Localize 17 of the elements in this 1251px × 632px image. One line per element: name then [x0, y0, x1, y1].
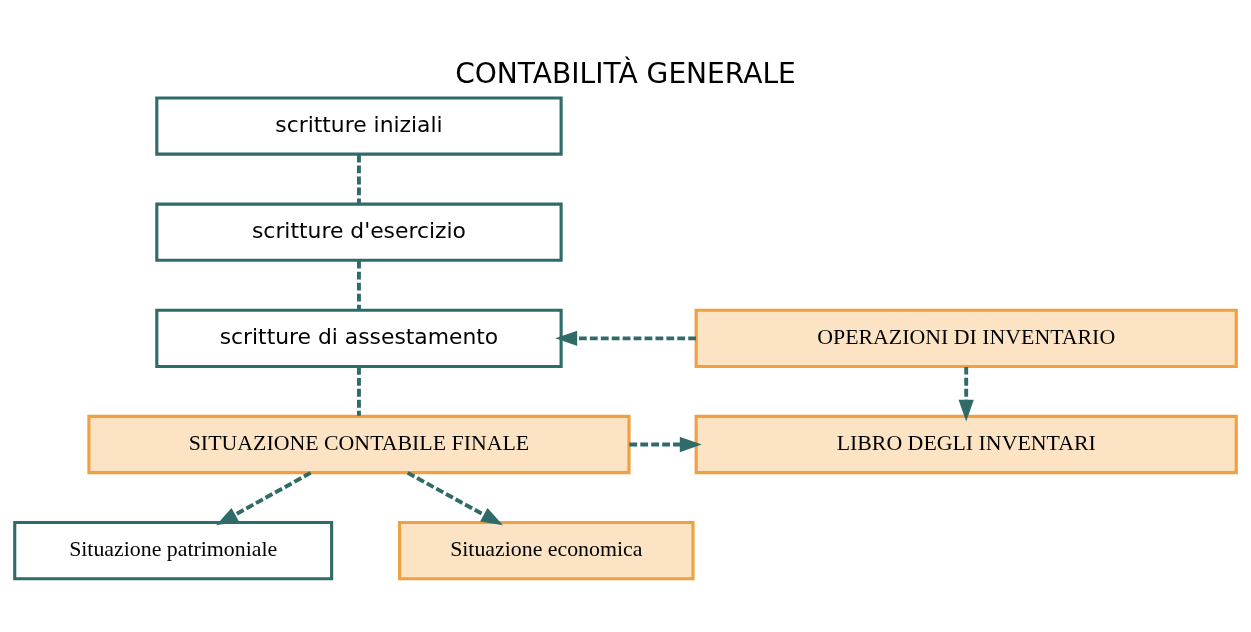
- node-box: LIBRO DEGLI INVENTARI: [694, 414, 1238, 474]
- node-box: scritture iniziali: [155, 95, 563, 156]
- arrow: [958, 366, 974, 422]
- connector: [357, 366, 361, 416]
- connector: [357, 260, 361, 310]
- connector: [357, 154, 361, 203]
- node-box: Situazione patrimoniale: [13, 520, 334, 580]
- arrow: [629, 436, 702, 452]
- arrow: [555, 330, 697, 346]
- node-box: SITUAZIONE CONTABILE FINALE: [87, 414, 631, 474]
- arrow: [406, 470, 503, 525]
- node-box: Situazione economica: [398, 520, 695, 580]
- diagram-title: CONTABILITÀ GENERALE: [455, 56, 796, 90]
- node-box: OPERAZIONI DI INVENTARIO: [694, 308, 1238, 368]
- node-box: scritture di assestamento: [155, 308, 563, 368]
- node-box: scritture d'esercizio: [155, 202, 563, 262]
- arrow: [216, 470, 312, 525]
